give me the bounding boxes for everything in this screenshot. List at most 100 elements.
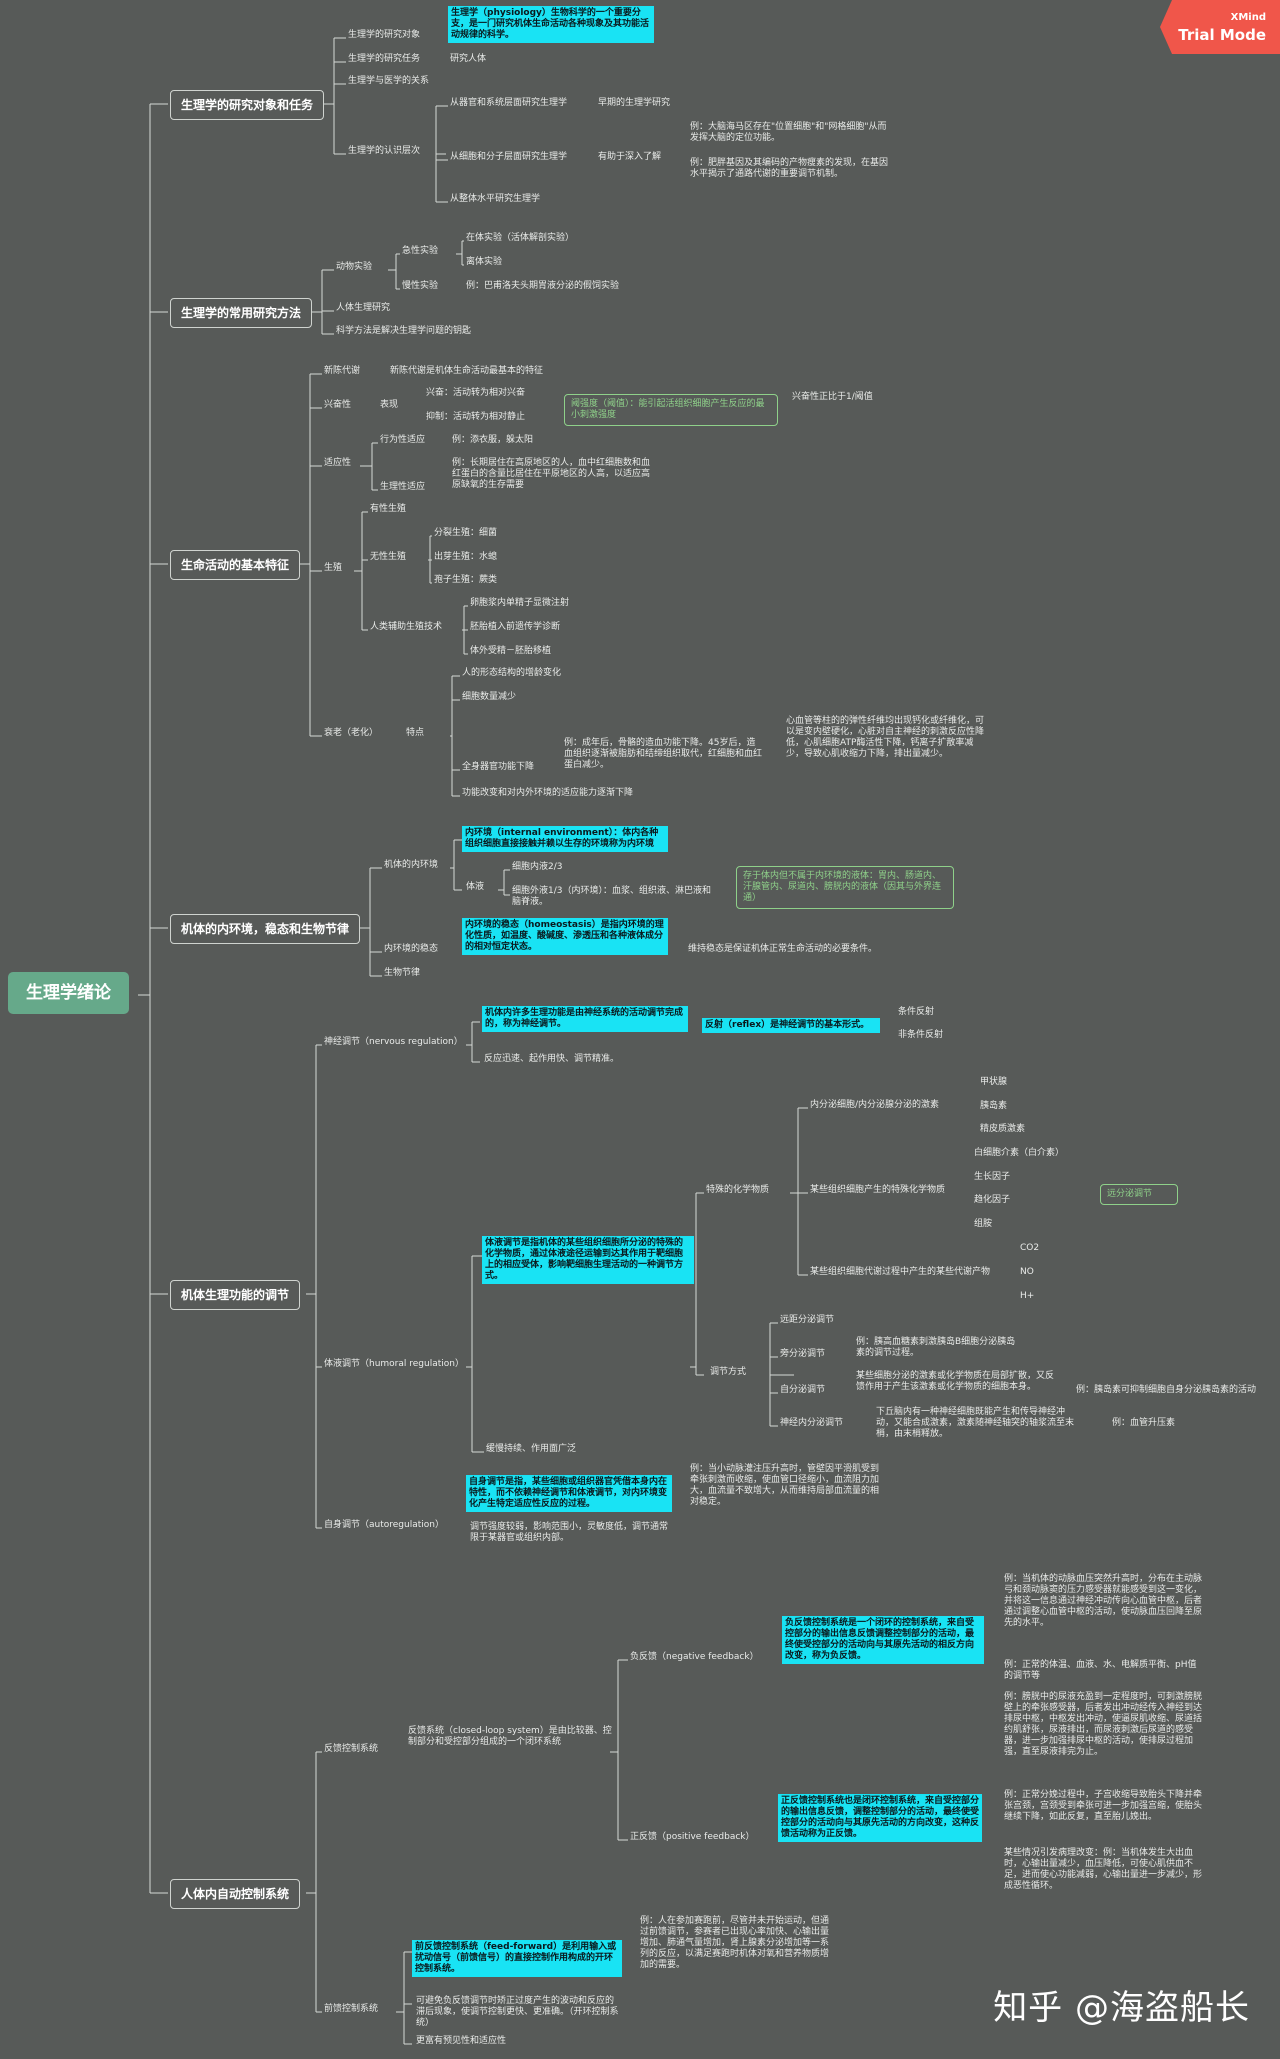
node-c4b[interactable]: 内环境的稳态 (384, 944, 439, 954)
node-c6a3b[interactable]: 例：膀胱中的尿液充盈到一定程度时，可刺激膀胱壁上的牵张感受器，后者发出冲动经传入… (1004, 1692, 1203, 1757)
node-c5b2b1[interactable]: 白细胞介素（白介素） (974, 1148, 1065, 1158)
node-c1a[interactable]: 生理学的研究对象 (348, 30, 421, 40)
node-c3d2[interactable]: 无性生殖 (370, 552, 407, 562)
node-c4b1[interactable]: 内环境的稳态（homeostasis）是指内环境的理化性质，如温度、酸碱度、渗透… (462, 918, 668, 955)
node-c1b1[interactable]: 研究人体 (450, 54, 487, 64)
node-c3b3[interactable]: 兴奋性正比于1/阈值 (792, 392, 873, 402)
trial-mode-banner[interactable]: XMind Trial Mode (1150, 0, 1280, 54)
node-c3e1c2[interactable]: 心血管等柱的的弹性纤维均出现钙化或纤维化，可以是变内壁硬化，心脏对自主神经的刺激… (786, 716, 985, 759)
node-c5b2b[interactable]: 某些组织细胞产生的特殊化学物质 (810, 1185, 946, 1195)
node-c6a[interactable]: 反馈控制系统 (324, 1744, 379, 1754)
node-c5b4[interactable]: 缓慢持续、作用面广泛 (486, 1444, 577, 1454)
node-c5c1a[interactable]: 例：当小动脉灌注压升高时，管壁因平滑肌受到牵张刺激而收缩，使血管口径缩小，血流阻… (690, 1464, 880, 1507)
node-c3e1[interactable]: 特点 (406, 728, 425, 738)
node-c6a3c[interactable]: 例：正常分娩过程中，子宫收缩导致胎头下降并牵张宫颈，宫颈受到牵张可进一步加强宫缩… (1004, 1790, 1203, 1822)
node-c3d3[interactable]: 人类辅助生殖技术 (370, 622, 443, 632)
node-c4a1[interactable]: 内环境（internal environment）：体内各种组织细胞直接接触并赖… (462, 826, 668, 852)
node-c6a2[interactable]: 负反馈（negative feedback） (630, 1652, 759, 1662)
node-c4a[interactable]: 机体的内环境 (384, 860, 439, 870)
node-c6b1a[interactable]: 例：人在参加赛跑前，尽管并未开始运动，但通过前馈调节，参赛者已出现心率加快、心输… (640, 1916, 830, 1970)
node-c5b2a[interactable]: 内分泌细胞/内分泌腺分泌的激素 (810, 1100, 940, 1110)
node-c5c[interactable]: 自身调节（autoregulation） (324, 1520, 444, 1530)
node-c5b2b3[interactable]: 趋化因子 (974, 1195, 1011, 1205)
node-c4a2b[interactable]: 细胞外液1/3（内环境）：血浆、组织液、淋巴液和脑脊液。 (512, 886, 711, 907)
node-c2[interactable]: 生理学的常用研究方法 (170, 298, 313, 328)
node-c5b1[interactable]: 体液调节是指机体的某些组织细胞所分泌的特殊的化学物质，通过体液途径运输到达其作用… (482, 1236, 694, 1284)
node-c5b3b1[interactable]: 例：胰高血糖素刺激胰岛B细胞分泌胰岛素的调节过程。 (856, 1337, 1016, 1358)
node-c6b1[interactable]: 前反馈控制系统（feed-forward）是利用输入或扰动信号（前馈信号）的直接… (412, 1940, 622, 1977)
node-c3b[interactable]: 兴奋性 (324, 400, 352, 410)
node-c2b[interactable]: 人体生理研究 (336, 303, 391, 313)
node-c5b2a2[interactable]: 胰岛素 (980, 1101, 1008, 1111)
node-c5c2[interactable]: 调节强度较弱，影响范围小，灵敏度低，调节通常限于某器官或组织内部。 (470, 1522, 669, 1543)
node-c2c[interactable]: 科学方法是解决生理学问题的钥匙 (336, 326, 472, 336)
node-c6b2[interactable]: 可避免负反馈调节时矫正过度产生的波动和反应的滞后现象，使调节控制更快、更准确。（… (416, 1996, 619, 2028)
node-c5a2[interactable]: 反射（reflex）是神经调节的基本形式。 (702, 1018, 880, 1033)
node-c5b2a3[interactable]: 精皮质激素 (980, 1124, 1026, 1134)
node-c6[interactable]: 人体内自动控制系统 (170, 1879, 301, 1909)
node-c1d1a[interactable]: 早期的生理学研究 (598, 98, 671, 108)
node-c6a2b[interactable]: 例：当机体的动脉血压突然升高时，分布在主动脉弓和颈动脉窦的压力感受器就能感受到这… (1004, 1574, 1203, 1628)
node-c5b2b4[interactable]: 组胺 (974, 1219, 993, 1229)
node-c6b3[interactable]: 更富有预见性和适应性 (416, 2036, 507, 2046)
node-c3a1[interactable]: 新陈代谢是机体生命活动最基本的特征 (390, 366, 544, 376)
node-c1c[interactable]: 生理学与医学的关系 (348, 76, 430, 86)
node-c4c[interactable]: 生物节律 (384, 968, 421, 978)
node-c6a3d[interactable]: 某些情况引发病理改变：例：当机体发生大出血时，心输出量减少，血压降低，可使心肌供… (1004, 1848, 1203, 1891)
node-c3d3b[interactable]: 胚胎植入前遗传学诊断 (470, 622, 561, 632)
node-c4a2a[interactable]: 细胞内液2/3 (512, 862, 563, 872)
node-c6b[interactable]: 前馈控制系统 (324, 2004, 379, 2014)
node-c3e[interactable]: 衰老（老化） (324, 728, 379, 738)
node-c3c2a[interactable]: 例：长期居住在高原地区的人，血中红细胞数和血红蛋白的含量比居住在平原地区的人高，… (452, 458, 651, 490)
node-c3d2b[interactable]: 出芽生殖：水螅 (434, 552, 498, 562)
node-c5b3c2[interactable]: 例：胰岛素可抑制细胞自身分泌胰岛素的活动 (1076, 1385, 1257, 1395)
node-c3d2a[interactable]: 分裂生殖：细菌 (434, 528, 498, 538)
node-c5b2d[interactable]: 远分泌调节 (1100, 1184, 1178, 1205)
node-c5b3d2[interactable]: 例：血管升压素 (1112, 1418, 1176, 1428)
node-c4b2[interactable]: 维持稳态是保证机体正常生命活动的必要条件。 (688, 944, 878, 954)
node-c1[interactable]: 生理学的研究对象和任务 (170, 90, 325, 120)
node-c5b3d1[interactable]: 下丘脑内有一种神经细胞既能产生和传导神经冲动，又能合成激素，激素随神经轴突的轴浆… (876, 1407, 1075, 1439)
node-c3c1a[interactable]: 例：添衣服，躲太阳 (452, 435, 534, 445)
node-c2a1a[interactable]: 在体实验（活体解剖实验） (466, 233, 575, 243)
node-c5b3d[interactable]: 神经内分泌调节 (780, 1418, 844, 1428)
node-c5b[interactable]: 体液调节（humoral regulation） (324, 1359, 464, 1369)
node-c1d[interactable]: 生理学的认识层次 (348, 146, 421, 156)
node-c3d3c[interactable]: 体外受精－胚胎移植 (470, 646, 552, 656)
node-c1d2a[interactable]: 有助于深入了解 (598, 152, 662, 162)
node-c3c1[interactable]: 行为性适应 (380, 435, 426, 445)
node-c5a2b[interactable]: 非条件反射 (898, 1030, 944, 1040)
node-c1d3[interactable]: 从整体水平研究生理学 (450, 194, 541, 204)
node-c5a2a[interactable]: 条件反射 (898, 1007, 935, 1017)
node-c3d2c[interactable]: 孢子生殖：蕨类 (434, 575, 498, 585)
node-c2a2a[interactable]: 例：巴甫洛夫头期胃液分泌的假饲实验 (466, 281, 620, 291)
node-c3d1[interactable]: 有性生殖 (370, 504, 407, 514)
node-c3d3a[interactable]: 卵胞浆内单精子显微注射 (470, 598, 570, 608)
node-c4[interactable]: 机体的内环境，稳态和生物节律 (170, 914, 361, 944)
node-c3c[interactable]: 适应性 (324, 458, 352, 468)
node-c5b3b[interactable]: 旁分泌调节 (780, 1349, 826, 1359)
node-c3c2[interactable]: 生理性适应 (380, 482, 426, 492)
node-c4a3[interactable]: 存于体内但不属于内环境的液体：胃内、肠道内、汗腺管内、尿道内、膀胱内的液体（因其… (736, 866, 954, 909)
node-c5b3c[interactable]: 自分泌调节 (780, 1385, 826, 1395)
node-c5a1[interactable]: 机体内许多生理功能是由神经系统的活动调节完成的，称为神经调节。 (482, 1006, 688, 1032)
node-c5b2c1[interactable]: CO2 (1020, 1243, 1040, 1253)
node-c5b2c2[interactable]: NO (1020, 1267, 1034, 1277)
node-c5a[interactable]: 神经调节（nervous regulation） (324, 1037, 463, 1047)
node-c1b[interactable]: 生理学的研究任务 (348, 54, 421, 64)
node-c3e1b[interactable]: 细胞数量减少 (462, 692, 517, 702)
node-c6a3a[interactable]: 正反馈控制系统也是闭环控制系统，来自受控部分的输出信息反馈，调整控制部分的活动，… (778, 1794, 982, 1842)
node-c3e1c[interactable]: 全身器官功能下降 (462, 762, 535, 772)
node-c3e1d[interactable]: 功能改变和对内外环境的适应能力逐渐下降 (462, 788, 634, 798)
node-c2a1[interactable]: 急性实验 (402, 246, 439, 256)
node-c5b3[interactable]: 调节方式 (710, 1367, 747, 1377)
node-c5b3c1[interactable]: 某些细胞分泌的激素或化学物质在局部扩散，又反馈作用于产生该激素或化学物质的细胞本… (856, 1371, 1055, 1392)
node-c1d2b[interactable]: 例：肥胖基因及其编码的产物瘦素的发现，在基因水平揭示了通路代谢的重要调节机制。 (690, 158, 889, 179)
node-c3b2[interactable]: 阈强度（阈值）：能引起活组织细胞产生反应的最小刺激强度 (564, 394, 778, 426)
node-c1d1b[interactable]: 例：大脑海马区存在"位置细胞"和"网格细胞"从而发挥大脑的定位功能。 (690, 122, 887, 143)
root-node[interactable]: 生理学绪论 (8, 972, 129, 1014)
node-c1d2[interactable]: 从细胞和分子层面研究生理学 (450, 152, 568, 162)
node-c5b2c3[interactable]: H+ (1020, 1291, 1035, 1301)
node-c6a3[interactable]: 正反馈（positive feedback） (630, 1832, 755, 1842)
node-c2a1b[interactable]: 离体实验 (466, 257, 503, 267)
